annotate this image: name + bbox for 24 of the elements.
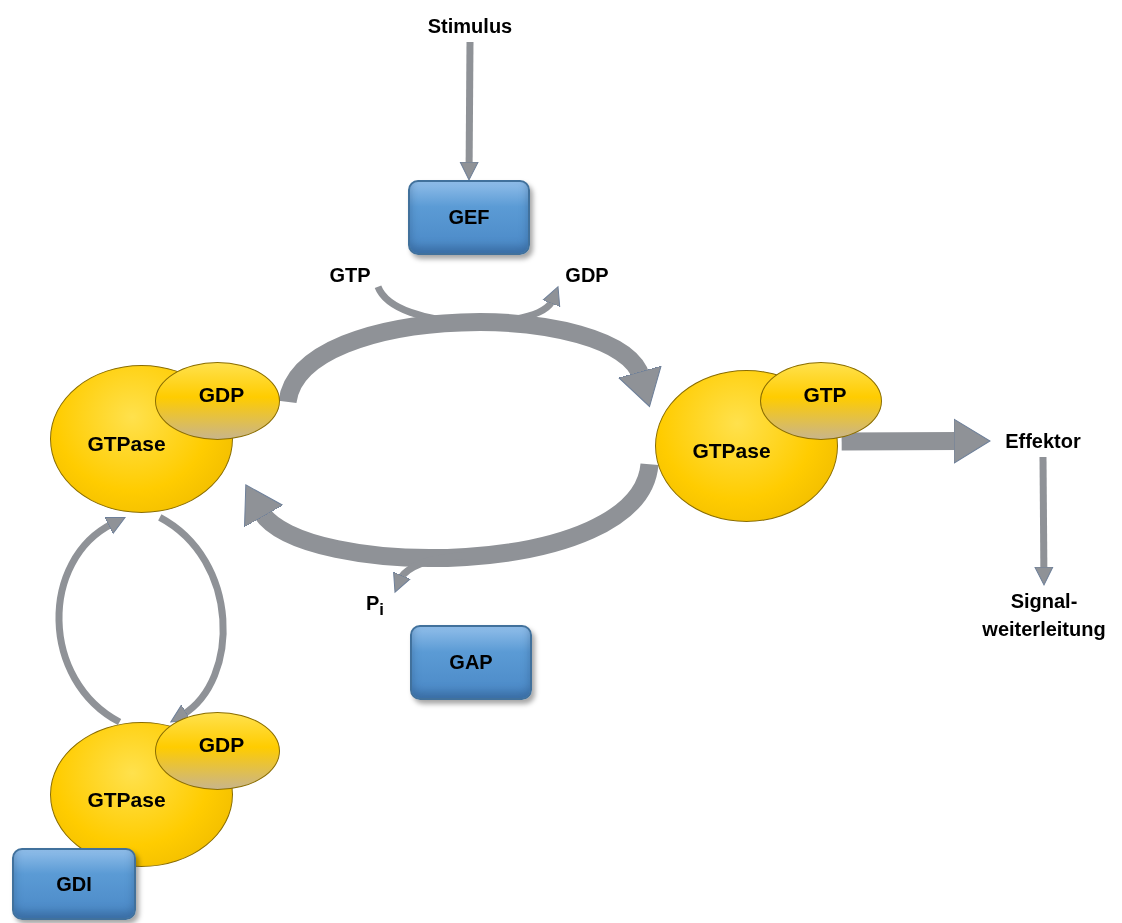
protein-label: GTPase — [87, 787, 166, 812]
protein-box — [408, 180, 530, 255]
protein-label: GAP — [449, 651, 493, 674]
protein-label: GDI — [56, 872, 92, 896]
text-label: Stimulus — [427, 14, 513, 39]
text-label: P$_{i}$ — [366, 590, 384, 621]
arrow — [157, 514, 227, 724]
protein-label: GDP — [198, 733, 245, 757]
arrow — [279, 313, 659, 406]
text-label: Signal- weiterleitung — [982, 589, 1106, 642]
protein-box — [410, 625, 532, 700]
text-label: GDP — [565, 263, 609, 288]
protein-label: GTP — [803, 383, 847, 407]
protein-label: GEF — [448, 206, 490, 229]
arrow — [55, 515, 125, 725]
protein-box — [12, 848, 136, 920]
text-label: GTP — [329, 263, 371, 288]
text-label: Effektor — [1005, 429, 1081, 454]
protein-label: GDP — [198, 383, 245, 407]
arrow — [459, 41, 479, 181]
protein-label: GTPase — [87, 432, 166, 456]
arrow — [841, 418, 991, 464]
protein-label: GTPase — [692, 439, 771, 463]
arrow — [1034, 456, 1054, 586]
